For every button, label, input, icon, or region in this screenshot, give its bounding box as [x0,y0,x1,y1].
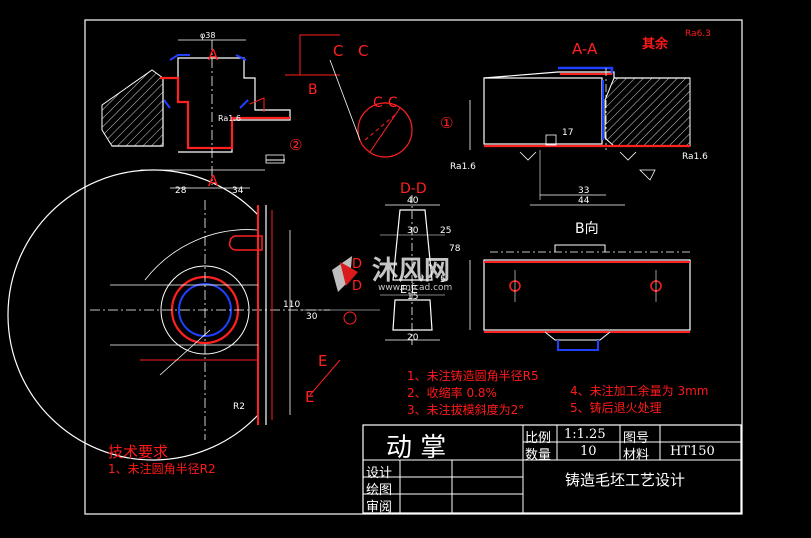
draw-label: 绘图 [366,483,393,498]
other-surfaces-roughness: Ra6.3 [685,29,711,39]
circled-number-one: ① [440,114,454,132]
casting-note-3: 3、未注拔模斜度为2° [407,403,525,417]
quantity-value: 10 [580,444,597,459]
watermark-brand: 沐风网 [372,256,451,286]
dim-dd-25: 25 [440,226,452,236]
cc-section-view [329,59,413,158]
dim-34: 34 [232,186,244,196]
plan-view [7,169,380,461]
casting-note-1: 1、未注铸造圆角半径R5 [407,369,539,383]
roughness-ra-b: Ra1.6 [682,152,708,162]
design-label: 设计 [366,466,393,481]
dim-aa-33: 33 [578,186,590,196]
other-surfaces-note: 其余 [642,37,669,52]
roughness-ra-a: Ra1.6 [450,162,476,172]
view-title-ee: E-E [400,283,418,296]
dim-ee-110: 110 [283,300,301,310]
section-label-e-lower: E [305,388,315,406]
dim-dd-15: 15 [407,292,419,302]
dim-dd-5: 5 [440,275,446,285]
dim-r2: R2 [233,402,245,412]
dim-28: 28 [175,186,187,196]
aa-section-view [469,66,691,206]
material-label: 材料 [623,448,650,463]
dim-phi38: φ38 [200,31,216,40]
dim-dd-30: 30 [407,226,419,236]
tech-requirement-1: 1、未注圆角半径R2 [108,462,216,476]
review-label: 审阅 [366,500,393,515]
dd-section-view [380,195,445,345]
tech-requirements-title: 技术要求 [108,443,169,461]
roughness-ra-c: Ra1.6 [218,114,242,123]
view-title-b: B向 [575,221,599,237]
main-view-hatch-left [101,69,164,147]
casting-note-4: 4、未注加工余量为 3mm [570,384,709,398]
dim-dd-20: 20 [407,333,419,343]
section-label-c-right: C [358,42,369,60]
section-label-d-upper: D [352,257,363,272]
watermark-logo-mark [332,256,358,292]
dim-dd-40: 40 [407,196,419,206]
watermark-url: www.mfcad.com [378,283,453,293]
section-label-c-left: C [333,42,344,60]
material-value: HT150 [670,444,715,459]
dim-aa-17: 17 [562,128,574,138]
dim-ee-30: 30 [306,312,318,322]
drawing-title: 铸造毛坯工艺设计 [565,471,686,489]
section-label-b: B [308,82,318,98]
view-title-dd: D-D [400,181,427,197]
drawing-number-label: 图号 [623,431,650,446]
section-label-d-lower: D [352,279,363,294]
quantity-label: 数量 [525,448,552,463]
section-label-a-top: A [208,46,219,64]
casting-note-2: 2、收缩率 0.8% [407,386,497,400]
dim-dd-78: 78 [449,244,461,254]
main-view [101,34,340,189]
circled-number-two: ② [289,136,303,154]
dim-aa-44: 44 [578,196,590,206]
main-view-section-red [160,76,290,150]
casting-note-5: 5、铸后退火处理 [570,401,662,415]
drawing-border [84,19,743,515]
section-label-e-upper: E [318,352,328,370]
view-title-aa: A-A [572,40,598,58]
part-name: 动 掌 [386,433,447,463]
scale-value: 1:1.25 [564,427,606,442]
section-label-a-bottom: A [208,172,219,190]
view-title-cc: C-C [373,95,398,111]
title-block-lines [362,424,742,514]
b-view [469,244,691,351]
scale-label: 比例 [525,431,552,446]
main-view-blue-allowance [163,54,249,109]
